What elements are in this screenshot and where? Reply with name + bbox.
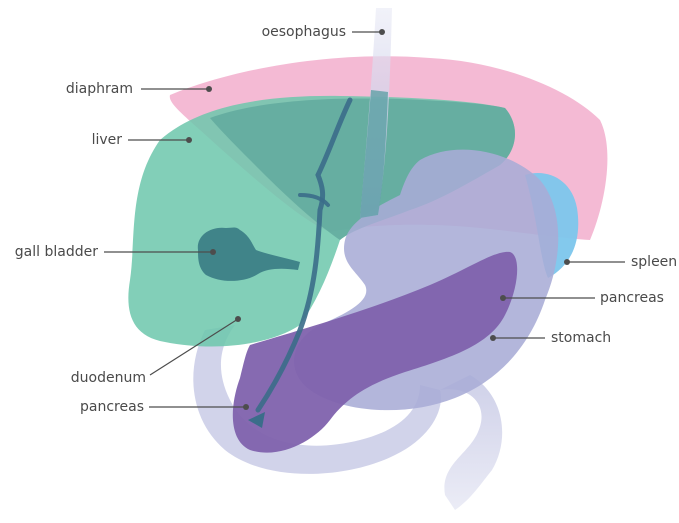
- dot-pancreas-right: [500, 295, 506, 301]
- label-duodenum: duodenum: [71, 369, 146, 387]
- label-oesophagus: oesophagus: [262, 23, 346, 41]
- label-diaphram: diaphram: [66, 80, 133, 98]
- dot-liver: [186, 137, 192, 143]
- dot-gall-bladder: [210, 249, 216, 255]
- dot-spleen: [564, 259, 570, 265]
- dot-duodenum: [235, 316, 241, 322]
- label-liver: liver: [92, 131, 122, 149]
- dot-pancreas-left: [243, 404, 249, 410]
- dot-diaphram: [206, 86, 212, 92]
- dot-oesophagus: [379, 29, 385, 35]
- label-spleen: spleen: [631, 253, 677, 271]
- dot-stomach: [490, 335, 496, 341]
- label-pancreas-right: pancreas: [600, 289, 664, 307]
- label-gall-bladder: gall bladder: [15, 243, 98, 261]
- label-stomach: stomach: [551, 329, 611, 347]
- label-pancreas-left: pancreas: [80, 398, 144, 416]
